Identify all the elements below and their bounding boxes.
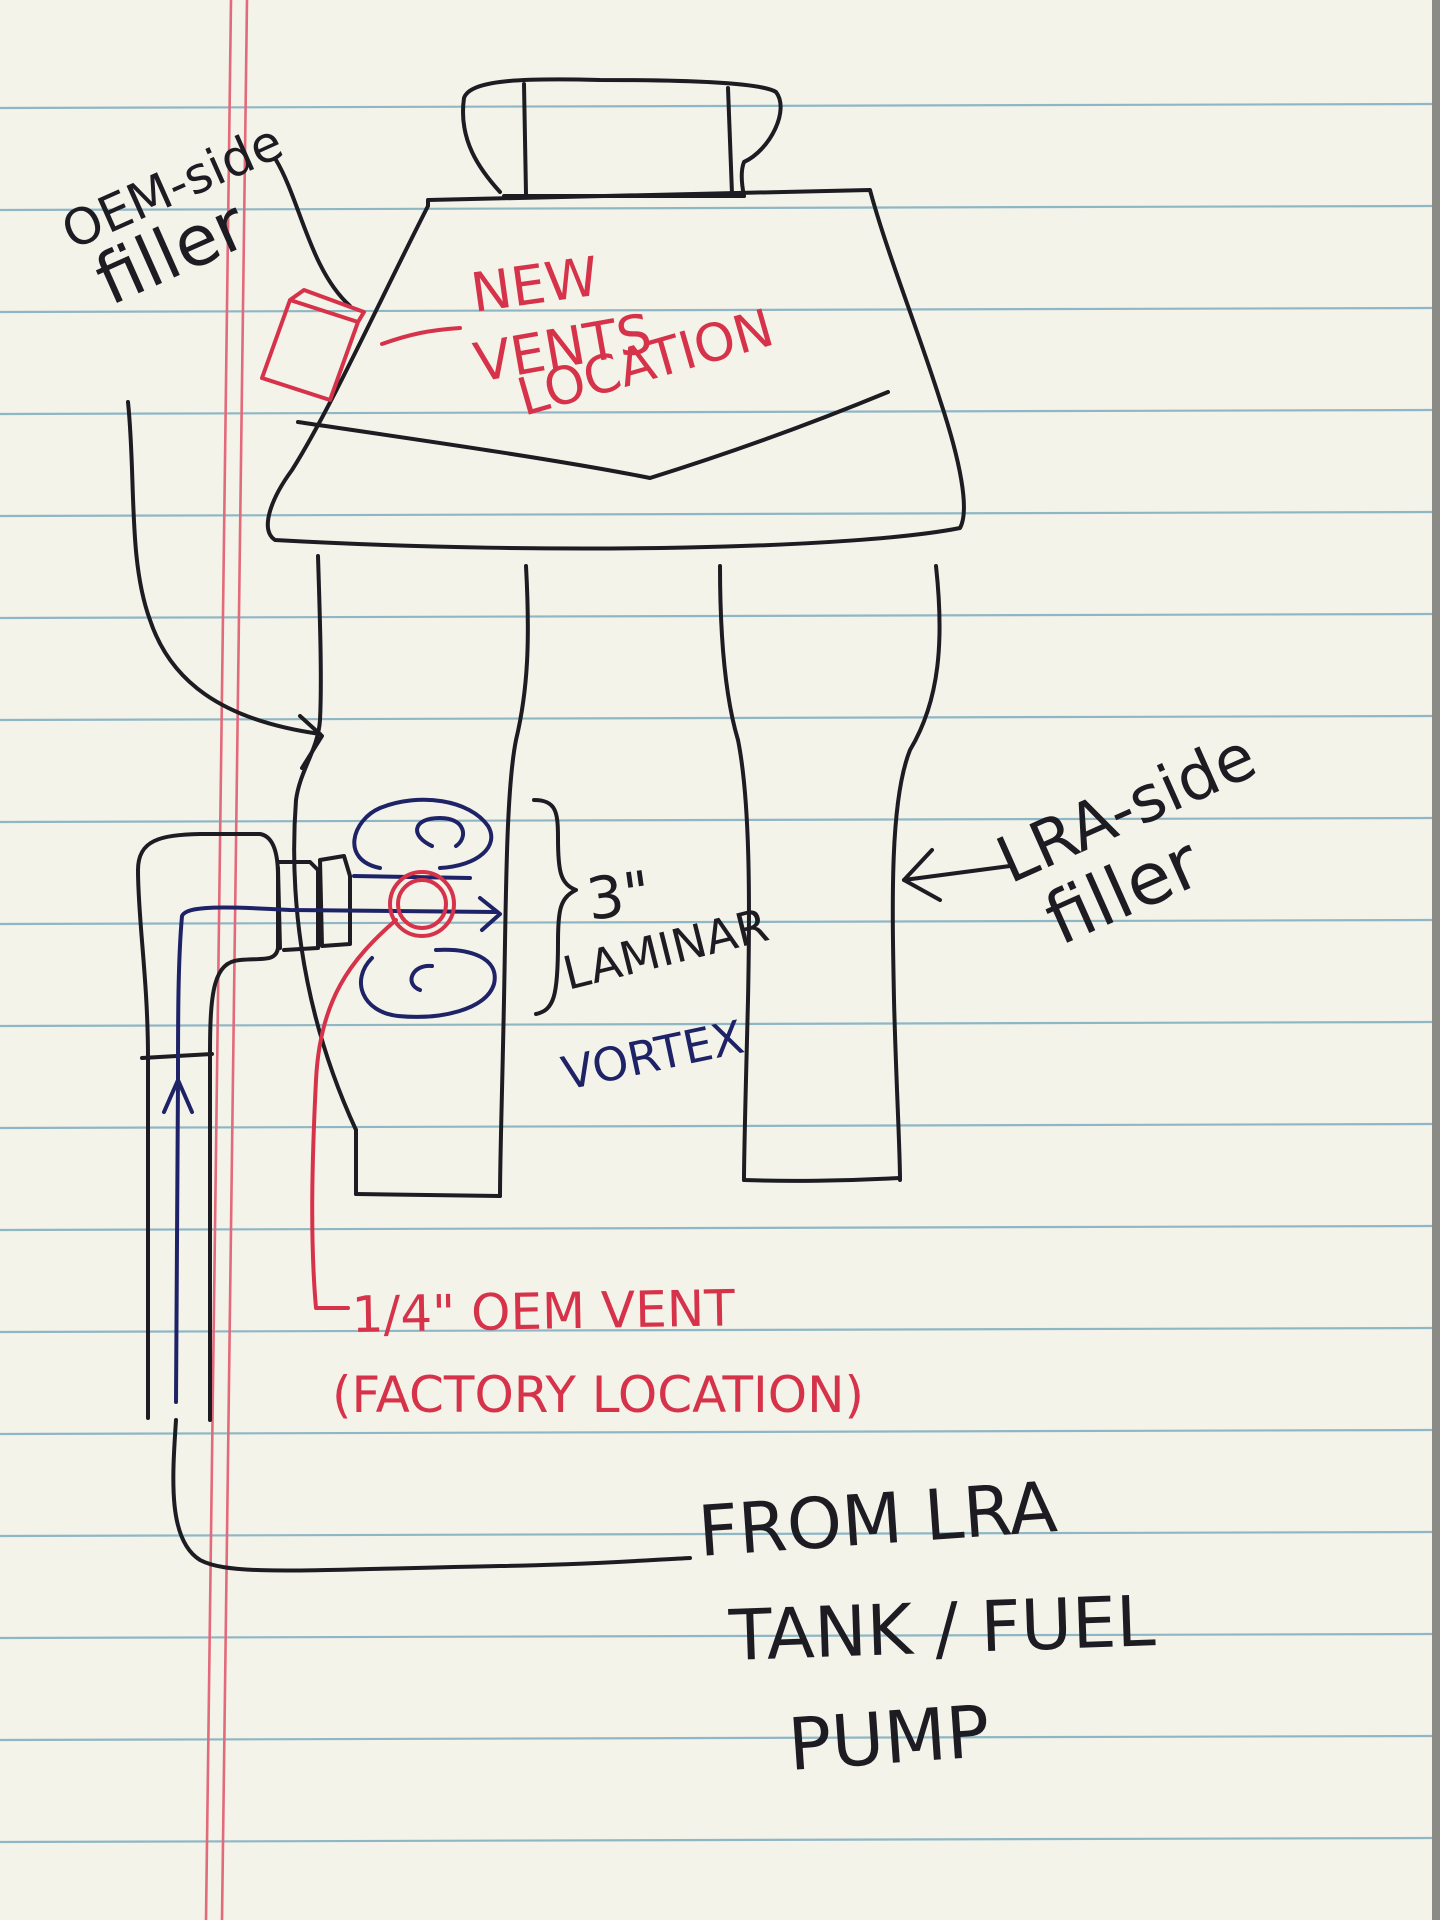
rule-lines (0, 102, 1433, 1844)
lra-pipe-outline-right (890, 564, 942, 1182)
lra-pipe-bottom (742, 1176, 902, 1183)
oem-side-arrowhead (298, 714, 324, 770)
red-annotations (260, 288, 462, 1310)
oem-pipe-bottom (354, 1192, 502, 1198)
hose-fitting (276, 860, 320, 952)
laminar-vortex-flow (162, 797, 502, 1404)
oem-side-pointer (274, 158, 352, 308)
oem-vent-circle-inner (396, 878, 448, 930)
oem-vent-pointer (310, 918, 398, 1310)
lra-side-arrow (902, 864, 1012, 882)
oem-vent-circle (388, 870, 456, 938)
fuel-flow-line-bottom (174, 905, 498, 1404)
fuel-line-elbow (136, 832, 280, 1422)
page-edge-shadow (1432, 0, 1440, 1920)
lower-vortex (359, 947, 497, 1019)
filler-cap (461, 77, 783, 198)
fuel-flow-line-top (352, 874, 472, 880)
from-lra-label-line2: TANK / FUEL (727, 1580, 1157, 1677)
oem-vent-label-line1: 1/4" OEM VENT (351, 1279, 735, 1344)
funnel-v-line (296, 390, 890, 480)
from-lra-label-line3: PUMP (785, 1689, 992, 1787)
oem-pipe-outline-left (292, 554, 358, 1194)
laminar-brace (532, 798, 578, 1016)
new-vents-pointer (380, 326, 462, 346)
size-3in-label: 3" (582, 858, 654, 934)
lra-pipe-outline-left (718, 564, 751, 1182)
oem-side-arrow (126, 400, 322, 736)
fuel-flow-arrowhead-right (478, 896, 502, 932)
oem-vent-label-line2: (FACTORY LOCATION) (332, 1366, 864, 1424)
upper-vortex (352, 797, 494, 870)
return-line (171, 1418, 692, 1573)
filler-neck-drawing (126, 77, 1012, 1573)
oem-pipe-outline-right (498, 564, 530, 1198)
funnel-body (265, 188, 966, 551)
lra-side-arrowhead (902, 848, 942, 902)
fuel-flow-arrowhead-up (162, 1078, 194, 1114)
new-vents-fitting (260, 288, 366, 402)
